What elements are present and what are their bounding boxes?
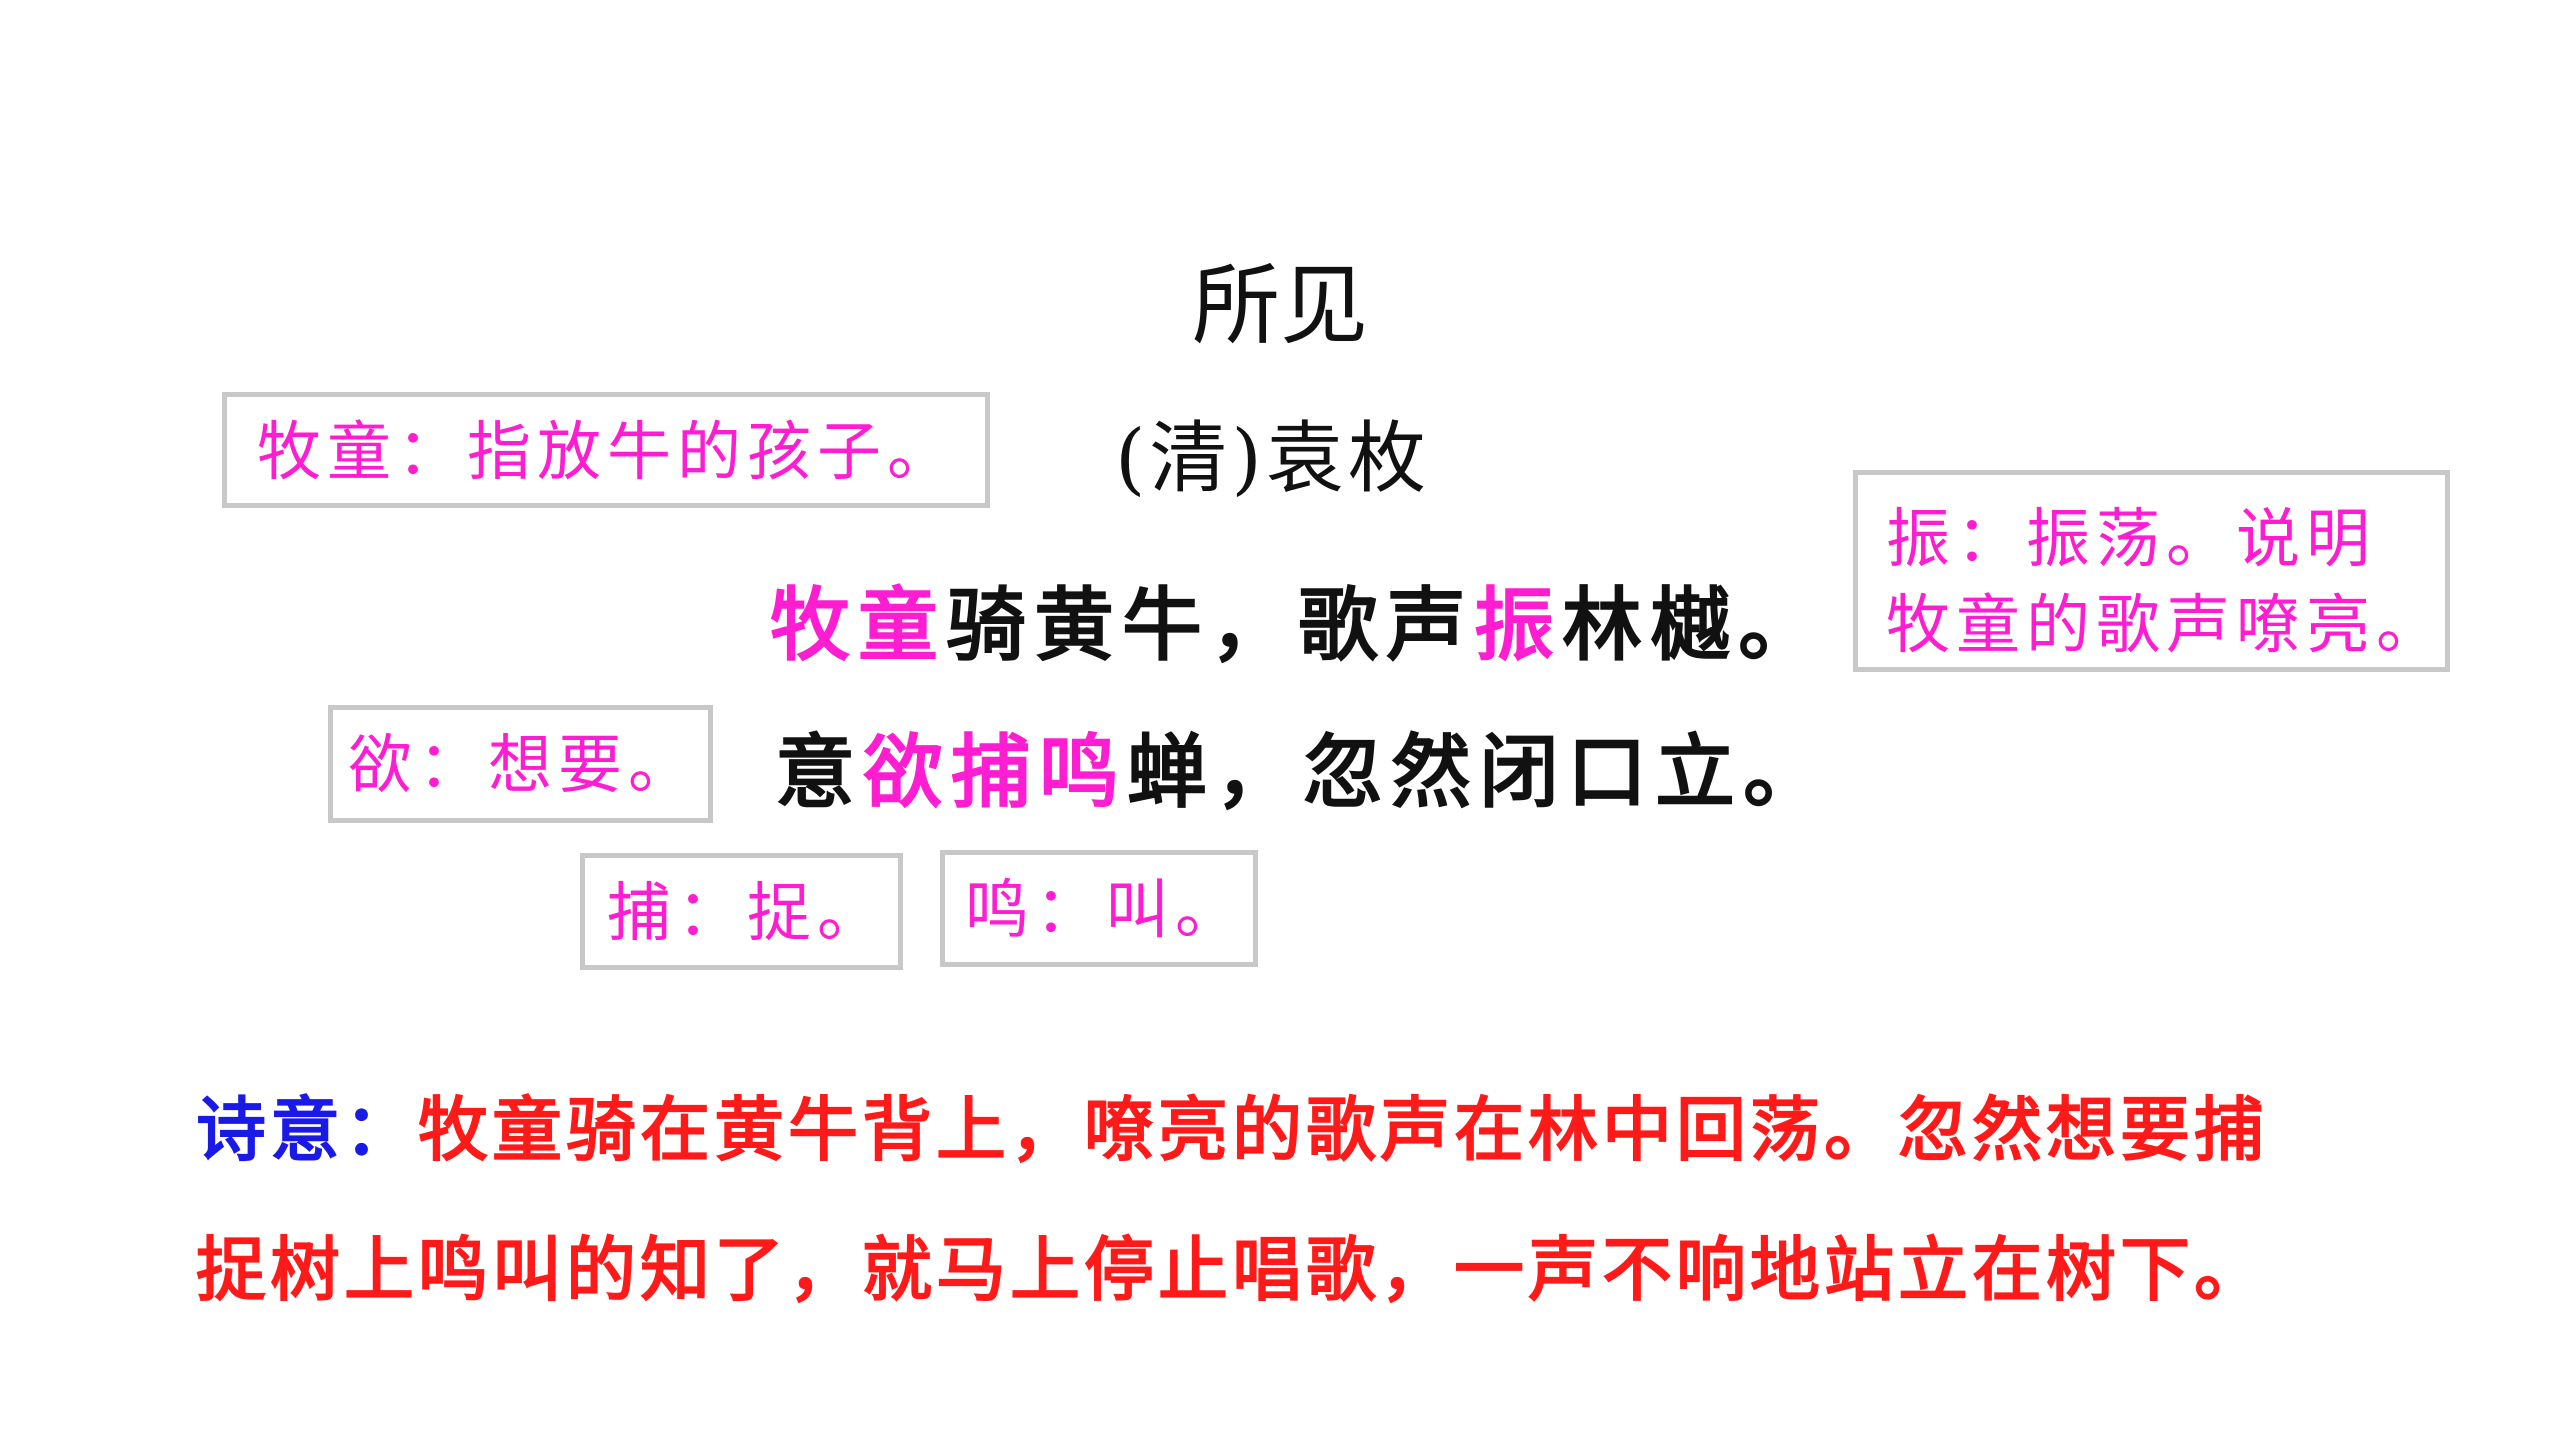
poem-meaning-label: 诗意： (196, 1088, 418, 1171)
poem-line-1-text-a: 骑黄牛，歌声 (946, 578, 1474, 672)
poem-line-1: 牧童骑黄牛，歌声振林樾。 (770, 585, 1826, 665)
note-ming: 鸣：叫。 (940, 850, 1258, 967)
poem-meaning: 诗意：牧童骑在黄牛背上，嘹亮的歌声在林中回荡。忽然想要捕 捉树上鸣叫的知了，就马… (196, 1060, 2436, 1340)
highlight-yu-bu-ming: 欲捕鸣 (863, 725, 1127, 819)
note-yu-text: 欲：想要。 (348, 729, 698, 803)
note-zhen-line-1: 振：振荡。说明 (1886, 503, 2376, 577)
poem-line-1-text-b: 林樾。 (1562, 578, 1826, 672)
note-yu: 欲：想要。 (328, 705, 713, 823)
highlight-mutong: 牧童 (770, 578, 946, 672)
poem-title: 所见 (1191, 254, 1368, 357)
poem-line-2: 意欲捕鸣蝉，忽然闭口立。 (775, 732, 1831, 812)
poem-line-2-text-a: 意 (775, 725, 863, 819)
note-zhen-line-2: 牧童的歌声嘹亮。 (1886, 589, 2446, 664)
poem-meaning-row-1: 诗意：牧童骑在黄牛背上，嘹亮的歌声在林中回荡。忽然想要捕 (196, 1060, 2436, 1200)
note-zhen: 振：振荡。说明 牧童的歌声嘹亮。 (1853, 470, 2450, 672)
note-bu: 捕：捉。 (580, 853, 903, 970)
note-mutong: 牧童：指放牛的孩子。 (222, 392, 990, 508)
poem-meaning-text-2: 捉树上鸣叫的知了，就马上停止唱歌，一声不响地站立在树下。 (196, 1228, 2268, 1311)
note-bu-text: 捕：捉。 (607, 877, 887, 951)
note-mutong-text: 牧童：指放牛的孩子。 (257, 416, 957, 490)
poem-meaning-text-1: 牧童骑在黄牛背上，嘹亮的歌声在林中回荡。忽然想要捕 (418, 1088, 2268, 1171)
highlight-zhen: 振 (1474, 578, 1562, 672)
poem-author: (清)袁枚 (1115, 414, 1430, 504)
poem-line-2-text-b: 蝉，忽然闭口立。 (1127, 725, 1831, 819)
note-ming-text: 鸣：叫。 (965, 874, 1245, 948)
